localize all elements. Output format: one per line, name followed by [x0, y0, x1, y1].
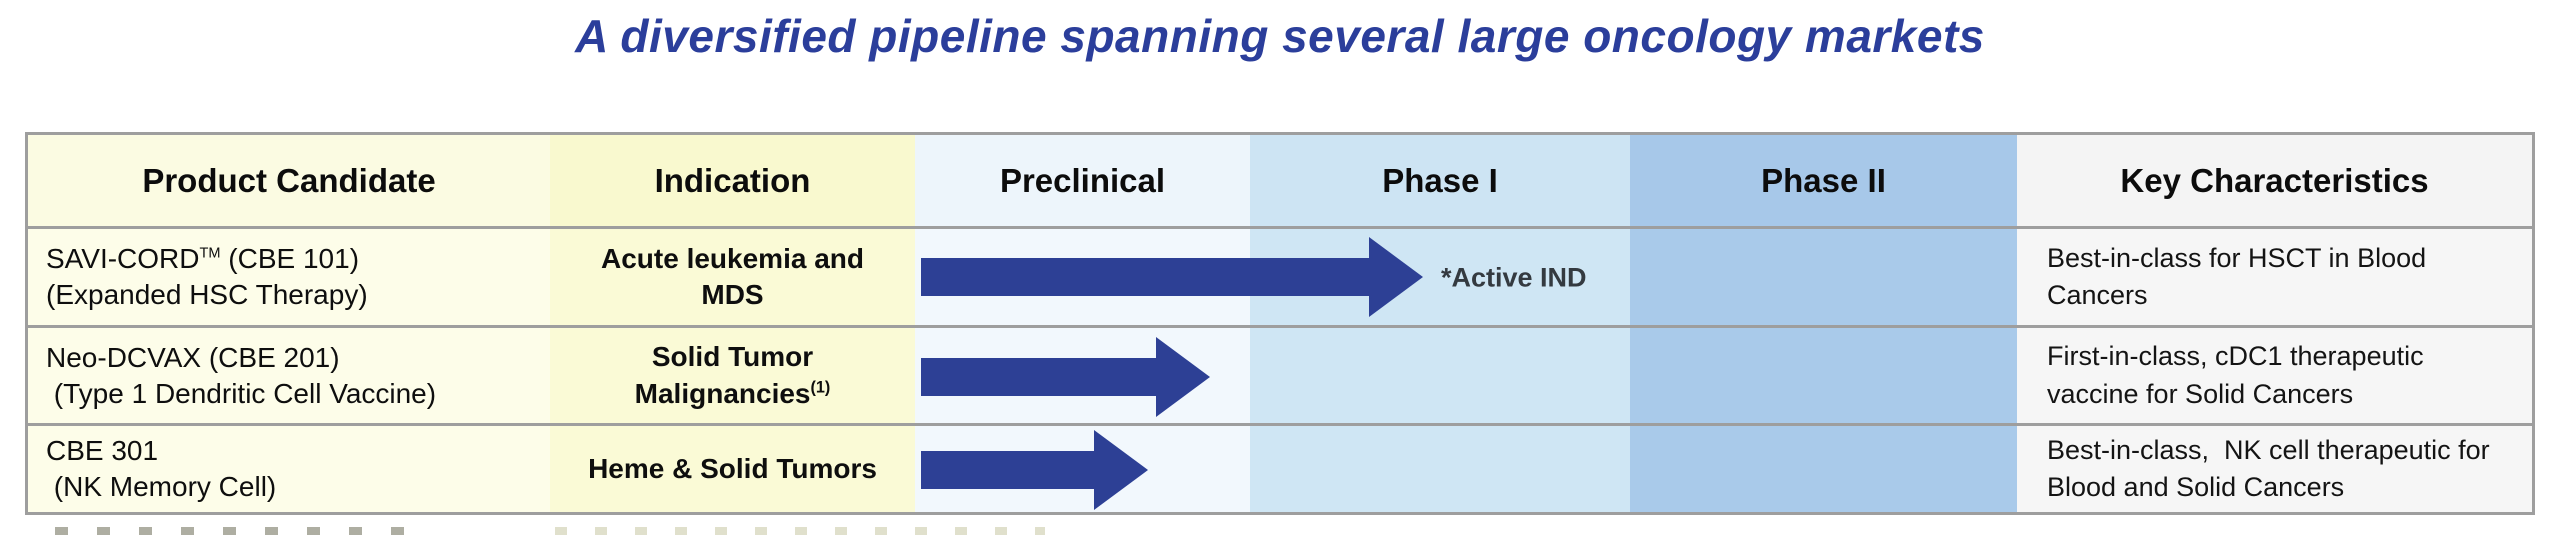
pipeline-table: Product Candidate Indication Preclinical…: [25, 132, 2535, 515]
arrow-head-icon: [1156, 337, 1210, 417]
indication-cell: Heme & Solid Tumors: [550, 426, 915, 512]
product-subtitle: (Type 1 Dendritic Cell Vaccine): [46, 377, 437, 409]
cropped-footnote-fragments: [555, 527, 1045, 535]
column-header-label: Preclinical: [999, 161, 1166, 199]
arrow-shaft: [921, 258, 1369, 296]
column-header-key-characteristics: Key Characteristics: [2017, 135, 2532, 226]
active-ind-label: *Active IND: [1441, 262, 1587, 293]
key-characteristics-cell: Best-in-class for HSCT in Blood Cancers: [2017, 229, 2532, 325]
key-characteristics-text: Best-in-class, NK cell therapeutic for B…: [2047, 434, 2498, 502]
arrow-head-icon: [1369, 237, 1423, 317]
key-characteristics-text: Best-in-class for HSCT in Blood Cancers: [2047, 242, 2434, 310]
column-header-product-candidate: Product Candidate: [28, 135, 550, 226]
phase-1-cell: [1250, 426, 1630, 512]
phase-1-cell: [1250, 328, 1630, 423]
column-header-preclinical: Preclinical: [915, 135, 1250, 226]
trademark-superscript: TM: [199, 245, 221, 262]
product-name: Neo-DCVAX (CBE 201): [46, 341, 340, 373]
pipeline-row: CBE 301 (NK Memory Cell) Heme & Solid Tu…: [28, 423, 2532, 512]
indication-cell: Acute leukemia and MDS: [550, 229, 915, 325]
pipeline-progress-arrow: [921, 430, 1148, 510]
key-characteristics-cell: First-in-class, cDC1 therapeutic vaccine…: [2017, 328, 2532, 423]
key-characteristics-text: First-in-class, cDC1 therapeutic vaccine…: [2047, 341, 2432, 409]
pipeline-row: Neo-DCVAX (CBE 201) (Type 1 Dendritic Ce…: [28, 325, 2532, 423]
column-header-label: Phase II: [1761, 161, 1886, 199]
cropped-footnote-fragments: [55, 527, 430, 535]
product-candidate-cell: SAVI-CORDTM (CBE 101) (Expanded HSC Ther…: [28, 229, 550, 325]
column-header-phase-1: Phase I: [1250, 135, 1630, 226]
product-name: CBE 301: [46, 435, 159, 467]
indication-line: MDS: [701, 279, 764, 310]
product-name: SAVI-CORDTM (CBE 101): [46, 243, 360, 275]
arrow-shaft: [921, 358, 1156, 396]
column-header-label: Phase I: [1382, 161, 1498, 199]
phase-2-cell: [1630, 328, 2017, 423]
product-subtitle: (Expanded HSC Therapy): [46, 279, 368, 310]
pipeline-row: SAVI-CORDTM (CBE 101) (Expanded HSC Ther…: [28, 226, 2532, 325]
column-header-label: Key Characteristics: [2120, 161, 2429, 199]
indication-line: Malignancies(1): [634, 377, 831, 409]
pipeline-progress-arrow: [921, 337, 1210, 417]
table-header-row: Product Candidate Indication Preclinical…: [28, 135, 2532, 226]
arrow-shaft: [921, 451, 1094, 489]
arrow-head-icon: [1094, 430, 1148, 510]
indication-line: Acute leukemia and: [601, 242, 864, 274]
pipeline-progress-arrow: [921, 237, 1423, 317]
indication-line: Solid Tumor: [651, 341, 814, 373]
product-subtitle: (NK Memory Cell): [46, 471, 277, 502]
indication-line: Heme & Solid Tumors: [588, 452, 877, 484]
product-candidate-cell: CBE 301 (NK Memory Cell): [28, 426, 550, 512]
footnote-superscript: (1): [810, 378, 831, 397]
slide-title: A diversified pipeline spanning several …: [575, 10, 1985, 62]
column-header-label: Product Candidate: [142, 161, 436, 199]
column-header-indication: Indication: [550, 135, 915, 226]
column-header-label: Indication: [654, 161, 811, 199]
indication-cell: Solid Tumor Malignancies(1): [550, 328, 915, 423]
key-characteristics-cell: Best-in-class, NK cell therapeutic for B…: [2017, 426, 2532, 512]
phase-2-cell: [1630, 229, 2017, 325]
column-header-phase-2: Phase II: [1630, 135, 2017, 226]
phase-2-cell: [1630, 426, 2017, 512]
product-candidate-cell: Neo-DCVAX (CBE 201) (Type 1 Dendritic Ce…: [28, 328, 550, 423]
